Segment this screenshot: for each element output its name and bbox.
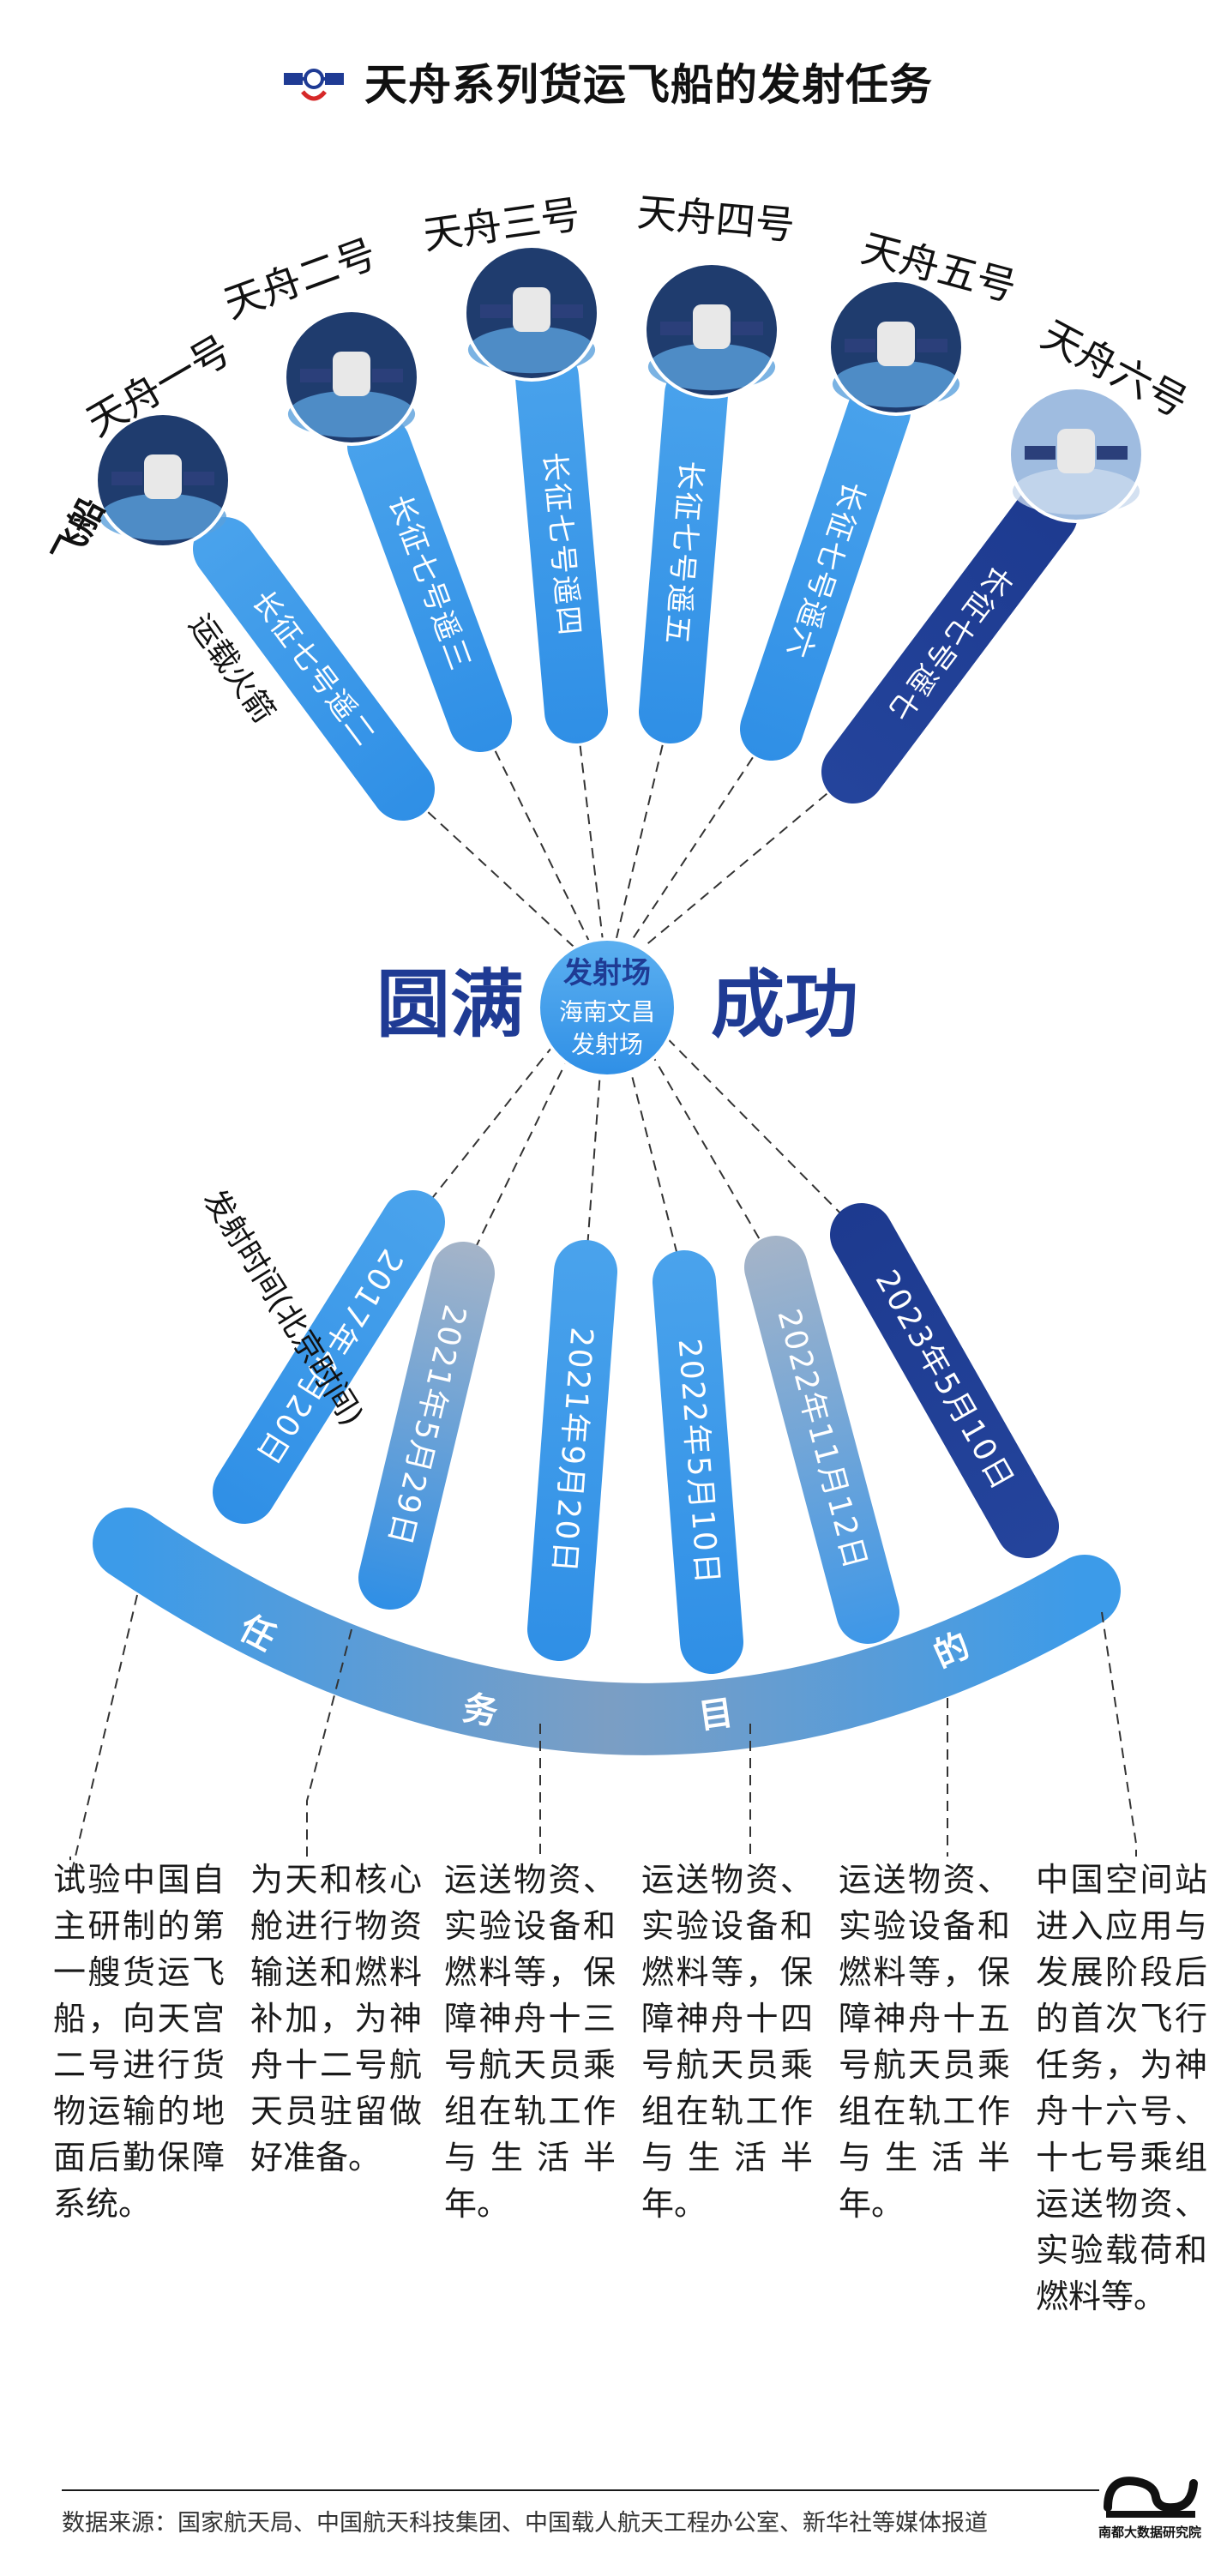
purpose-arc <box>93 1508 1121 1755</box>
footer-divider <box>62 2489 1099 2491</box>
connector-line <box>479 719 608 978</box>
spacecraft-photo <box>827 279 965 416</box>
header: 天舟系列货运飞船的发射任务 <box>0 51 1215 111</box>
spacecraft-name: 天舟四号 <box>635 189 797 249</box>
launch-date: 2023年5月10日 <box>869 1265 1021 1497</box>
wave-logo-icon <box>1104 2477 1198 2518</box>
rocket-pill: 长征七号遥五 <box>639 363 728 744</box>
mission-purpose: 运送物资、实验设备和燃料等，保障神舟十五号航天员乘组在轨工作与生活半年。 <box>839 1861 1010 2223</box>
rocket-label: 长征七号遥七 <box>881 559 1020 728</box>
satellite-icon <box>284 69 344 101</box>
mission-purpose: 运送物资、实验设备和燃料等，保障神舟十三号航天员乘组在轨工作与生活半年。 <box>444 1861 616 2223</box>
connector-line <box>585 977 608 1273</box>
connector-line <box>69 1594 138 1879</box>
launch-date-pill: 2021年9月20日 <box>526 1240 617 1662</box>
center-title-right: 成功 <box>711 962 858 1048</box>
data-source: 数据来源：国家航天局、中国航天科技集团、中国载人航天工程办公室、新华社等媒体报道 <box>62 2510 988 2537</box>
hub-title: 发射场 <box>563 956 651 990</box>
page-title: 天舟系列货运飞船的发射任务 <box>364 60 933 110</box>
spacecraft-fan: 长征七号遥二天舟一号长征七号遥三天舟二号长征七号遥四天舟三号长征七号遥五天舟四号… <box>45 189 1195 822</box>
mission-purpose: 运送物资、实验设备和燃料等，保障神舟十四号航天员乘组在轨工作与生活半年。 <box>641 1861 813 2223</box>
connector-line <box>606 771 854 978</box>
rocket-label: 长征七号遥二 <box>245 584 383 753</box>
mission-purpose: 中国空间站进入应用与发展阶段后的首次飞行任务，为神舟十六号、十七号乘组运送物资、… <box>1036 1861 1207 2315</box>
spacecraft-photo <box>94 412 232 549</box>
connector-line <box>1101 1611 1137 1857</box>
connector-line <box>306 1628 352 1857</box>
connector-line <box>606 728 773 978</box>
mission-purpose: 试验中国自主研制的第一艘货运飞船，向天宫二号进行货物运输的地面后勤保障系统。 <box>53 1861 225 2223</box>
center-title-left: 圆满 <box>376 962 524 1048</box>
mission-purposes: 试验中国自主研制的第一艘货运飞船，向天宫二号进行货物运输的地面后勤保障系统。为天… <box>0 1857 1215 2457</box>
hub-line-2: 发射场 <box>571 1031 643 1059</box>
connector-line <box>606 711 671 978</box>
arc-label-char: 目 <box>696 1693 736 1736</box>
launch-date-pill: 2022年5月10日 <box>653 1250 743 1675</box>
hub-circle <box>537 937 677 1078</box>
spacecraft-photo <box>643 262 780 399</box>
logo-text: 南都大数据研究院 <box>1098 2525 1201 2540</box>
rocket-pill: 长征七号遥四 <box>515 345 609 744</box>
spacecraft-name: 天舟三号 <box>420 190 583 258</box>
hub-line-1: 海南文昌 <box>559 998 655 1026</box>
mission-purpose: 为天和核心舱进行物资输送和燃料补加，为神舟十二号航天员驻留做好准备。 <box>250 1861 422 2176</box>
launch-site-hub: 圆满成功发射场海南文昌发射场 <box>376 937 858 1078</box>
connector-line <box>575 711 608 978</box>
spacecraft-photo <box>1007 386 1145 523</box>
arc-label-char: 务 <box>460 1688 500 1733</box>
spacecraft-photo <box>463 244 600 382</box>
spacecraft-photo <box>283 309 420 446</box>
mission-purpose-arc: 任务目的 <box>69 1508 1137 1879</box>
